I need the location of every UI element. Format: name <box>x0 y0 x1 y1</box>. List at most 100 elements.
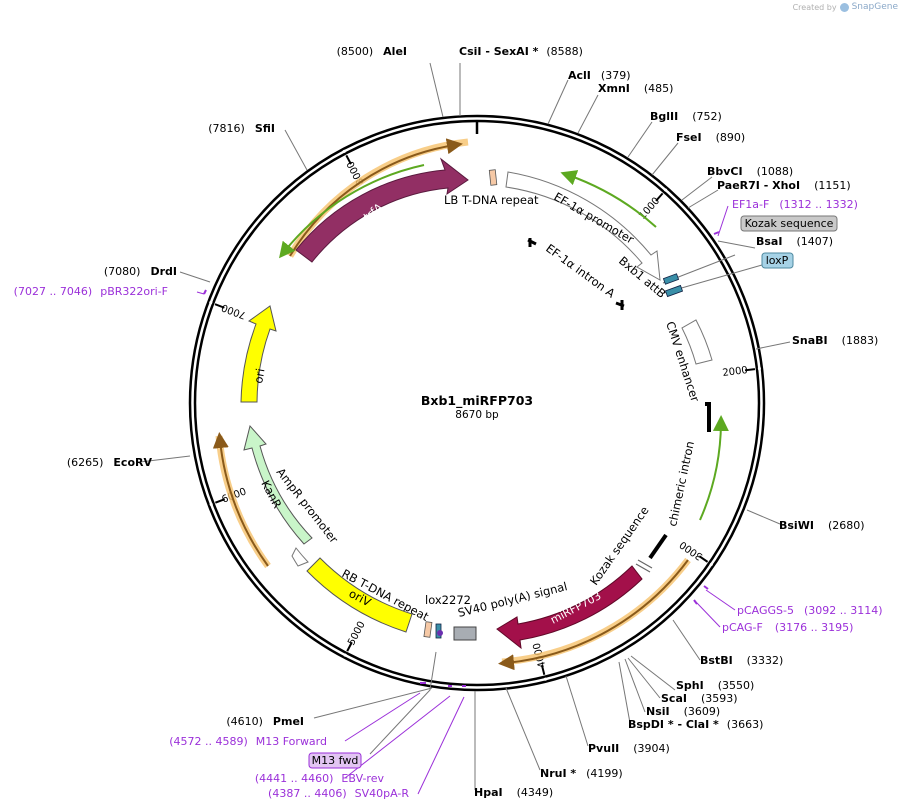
site-ecoRV: (6265)EcoRV <box>67 456 153 469</box>
site-sphI: SphI(3550) <box>676 679 754 692</box>
feature-EF1a-promoter-label: EF-1α promoter <box>552 189 637 246</box>
feature-kozak-marks <box>635 559 653 573</box>
feature-Bxb1-small <box>664 284 684 298</box>
feature-LB-label: LB T-DNA repeat <box>444 193 539 207</box>
feature-kozak-label: Kozak sequence <box>587 504 652 588</box>
feature-AmpR-promoter <box>291 547 309 567</box>
primer-pbr322ori-f: (7027 .. 7046)pBR322ori-F <box>14 285 168 298</box>
primer-pcaggs-5: pCAGGS-5(3092 .. 3114) <box>737 604 883 617</box>
feature-EF1a-promoter <box>505 171 661 281</box>
feature-ori-label: ori <box>251 367 267 384</box>
primer-ebv-rev: (4441 .. 4460)EBV-rev <box>255 772 385 785</box>
tick-mark <box>214 303 225 309</box>
primer-m13-forward: (4572 .. 4589)M13 Forward <box>169 735 327 748</box>
feature-chimeric-intron <box>705 402 711 432</box>
site-bbvCI: BbvCI(1088) <box>707 165 793 178</box>
tick-gap <box>342 149 346 154</box>
tick-gap <box>343 653 347 657</box>
kozak-box-label: Kozak sequence <box>745 217 834 230</box>
feature-ori <box>240 305 277 403</box>
tick-label: 1000 <box>637 195 662 221</box>
tick-mark <box>215 498 226 504</box>
arrow-left-orange <box>212 432 269 567</box>
plasmid-length: 8670 bp <box>455 409 499 421</box>
tick-mark <box>655 192 664 202</box>
feature-lox2272-dot <box>437 630 443 636</box>
restriction-sites-left: (8500)AleI (7816)SfiI (7080)DrdI (6265)E… <box>67 45 407 728</box>
branding: Created by SnapGene <box>793 2 898 12</box>
site-xmnI: XmnI(485) <box>598 82 673 95</box>
restriction-sites-right: AclI(379) XmnI(485) BglII(752) FseI(890)… <box>474 69 878 799</box>
tick-gap <box>209 502 213 506</box>
feature-RB-box <box>423 621 433 638</box>
arrow-chimeric-green <box>699 415 729 521</box>
plasmid-name: Bxb1_miRFP703 <box>421 393 533 409</box>
site-nruI: NruI *(4199) <box>540 767 623 780</box>
snapgene-logo-icon <box>839 2 849 12</box>
created-by-text: Created by <box>792 2 837 12</box>
site-paeR7I-xhoI: PaeR7I - XhoI(1151) <box>717 179 851 192</box>
feature-EF1a-intron-start <box>527 238 537 247</box>
arrow-trfA-green <box>279 164 425 259</box>
feature-LB-box <box>488 169 498 186</box>
m13-fwd-box-label: M13 fwd <box>312 754 359 767</box>
site-scaI: ScaI(3593) <box>661 692 738 705</box>
site-drdI: (7080)DrdI <box>104 265 177 278</box>
primer-markers <box>203 231 720 687</box>
tick-label: 3000 <box>678 538 705 561</box>
site-bsiWI: BsiWI(2680) <box>779 519 865 532</box>
primer-leader-lines <box>196 205 736 795</box>
site-csiI-sexAI: CsiI - SexAI *(8588) <box>459 45 583 58</box>
site-pmeI: (4610)PmeI <box>226 715 304 728</box>
feature-miRFP703 <box>496 565 643 650</box>
site-bsaI: BsaI(1407) <box>756 235 833 248</box>
site-snaBI: SnaBI(1883) <box>792 334 878 347</box>
tick-label: 5000 <box>346 620 368 648</box>
tick-mark <box>345 154 352 165</box>
feature-CMV-enhancer <box>681 319 713 365</box>
tick-mark <box>540 664 546 676</box>
snapgene-brand-text: SnapGene <box>851 2 898 12</box>
feature-oriV <box>306 557 413 633</box>
feature-chimeric-intron-end <box>648 533 668 560</box>
site-bspDI-claI: BspDI * - ClaI *(3663) <box>628 718 763 731</box>
backbone-outer <box>188 114 766 692</box>
tick-label: 2000 <box>722 365 749 379</box>
tick-gap <box>209 301 213 305</box>
feature-loxP-small <box>662 273 680 285</box>
site-hpaI: HpaI(4349) <box>474 786 553 799</box>
arrow-ef1a-green <box>560 170 657 228</box>
feature-EF1a-intron-label: EF-1α intron A <box>543 241 618 301</box>
arrow-trfA-top <box>289 138 463 257</box>
primer-labels: EF1a-F(1312 .. 1332) pCAGGS-5(3092 .. 31… <box>14 198 883 800</box>
site-leader-lines <box>139 62 791 790</box>
tick-label: 7000 <box>220 301 248 320</box>
feature-KanR <box>243 424 313 545</box>
m13-fwd-box <box>308 752 362 769</box>
site-bstBI: BstBI(3332) <box>700 654 783 667</box>
feature-chimeric-label: chimeric intron <box>665 440 697 528</box>
arrow-bottom-orange <box>498 559 689 671</box>
feature-EF1a-intron-end <box>615 300 625 310</box>
site-sfiI: (7816)SfiI <box>208 122 275 135</box>
site-nsiI: NsiI(3609) <box>646 705 720 718</box>
tick-mark <box>744 368 756 372</box>
site-fseI: FseI(890) <box>676 131 745 144</box>
primer-sv40pa-r: (4387 .. 4406)SV40pA-R <box>268 787 409 800</box>
kozak-box <box>740 215 838 232</box>
site-aleI: (8500)AleI <box>337 45 407 58</box>
feature-lox2272-label: lox2272 <box>425 593 471 607</box>
boxed-feature-labels: Kozak sequence loxP M13 fwd <box>308 215 838 769</box>
tick-mark <box>698 555 709 563</box>
loxp-box <box>761 252 794 269</box>
primer-pcag-f: pCAG-F(3176 .. 3195) <box>722 621 853 634</box>
site-pvuII: PvuII(3904) <box>588 742 670 755</box>
tick-mark <box>346 641 353 652</box>
feature-sv40-box <box>453 626 477 641</box>
site-aclI: AclI(379) <box>568 69 631 82</box>
site-bglII: BglII(752) <box>650 110 722 123</box>
tick-gap <box>663 188 668 192</box>
tick-gap <box>544 677 547 681</box>
primer-ef1a-f: EF1a-F(1312 .. 1332) <box>732 198 858 211</box>
